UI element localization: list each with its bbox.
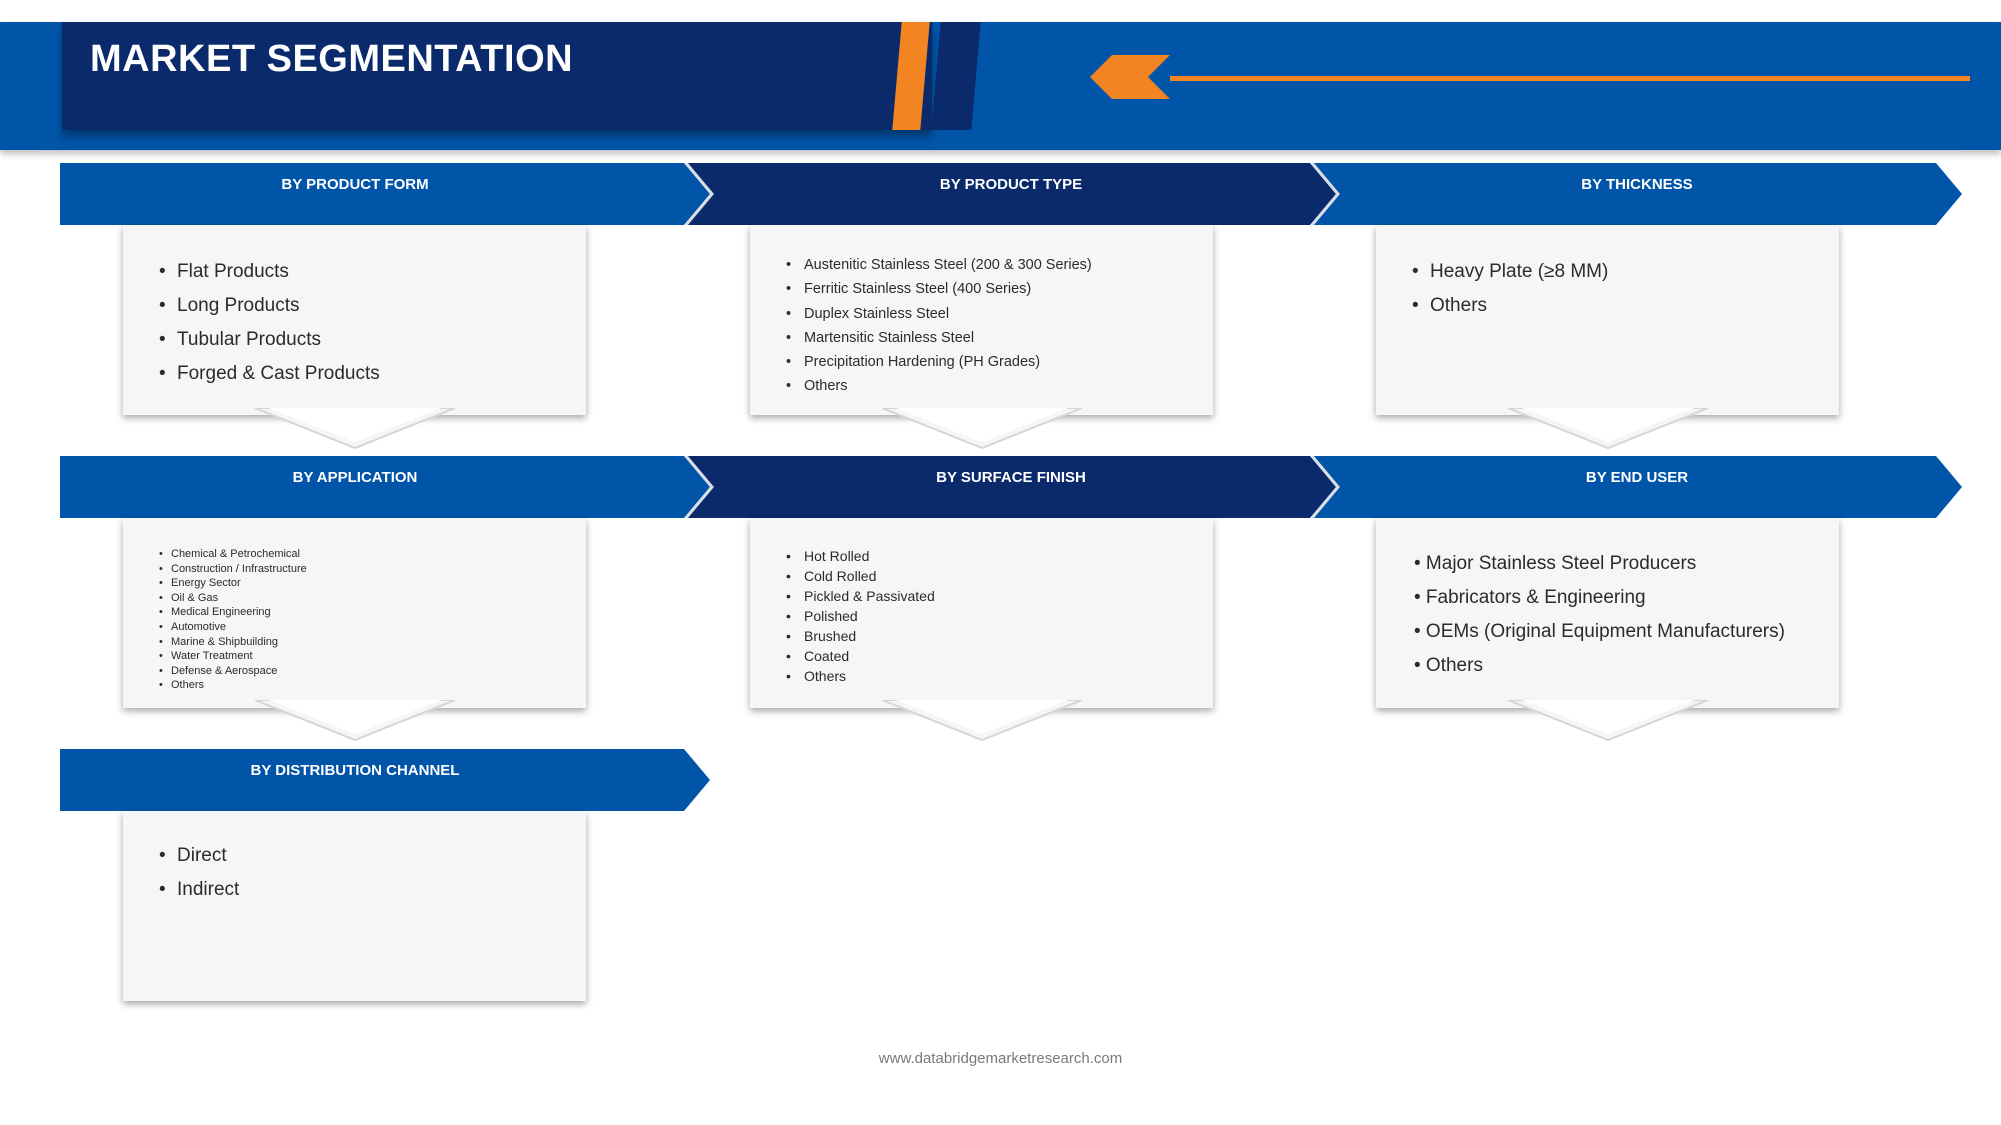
- list-item: Indirect: [159, 873, 586, 907]
- header-divider: [40, 151, 1960, 153]
- list-item: Others: [786, 666, 1213, 686]
- segment-banner-product-form: BY PRODUCT FORM: [60, 163, 720, 225]
- segment-banner-surface-finish: BY SURFACE FINISH: [686, 456, 1346, 518]
- segment-box-application: Chemical & Petrochemical Construction / …: [123, 518, 586, 708]
- segment-box-product-form: Flat Products Long Products Tubular Prod…: [123, 225, 586, 415]
- list-item: Polished: [786, 606, 1213, 626]
- segment-banner-thickness: BY THICKNESS: [1312, 163, 1972, 225]
- chevron-down-icon: [1508, 700, 1708, 742]
- segment-banner-product-type: BY PRODUCT TYPE: [686, 163, 1346, 225]
- list-item: Others: [1412, 289, 1839, 323]
- list-item: Martensitic Stainless Steel: [786, 326, 1213, 351]
- segment-title: BY PRODUCT FORM: [281, 176, 429, 193]
- segment-box-end-user: • Major Stainless Steel Producers • Fabr…: [1376, 518, 1839, 708]
- list-item: Cold Rolled: [786, 566, 1213, 586]
- list-item: Precipitation Hardening (PH Grades): [786, 350, 1213, 375]
- list-item: • OEMs (Original Equipment Manufacturers…: [1414, 621, 1785, 642]
- list-item: Brushed: [786, 626, 1213, 646]
- list-item: • Major Stainless Steel Producers: [1414, 553, 1697, 574]
- list-item: Coated: [786, 646, 1213, 666]
- page-title: MARKET SEGMENTATION: [90, 38, 574, 80]
- list-item: Pickled & Passivated: [786, 586, 1213, 606]
- segment-title: BY SURFACE FINISH: [936, 469, 1086, 486]
- segment-banner-application: BY APPLICATION: [60, 456, 720, 518]
- list-item: Tubular Products: [159, 323, 586, 357]
- chevron-down-icon: [255, 408, 455, 450]
- segment-box-surface-finish: Hot Rolled Cold Rolled Pickled & Passiva…: [750, 518, 1213, 708]
- list-item: Forged & Cast Products: [159, 357, 586, 391]
- segment-banner-distribution-channel: BY DISTRIBUTION CHANNEL: [60, 749, 720, 811]
- list-item: Duplex Stainless Steel: [786, 302, 1213, 327]
- list-item: Oil & Gas: [159, 591, 586, 606]
- chevron-down-icon: [1508, 408, 1708, 450]
- chevron-down-icon: [882, 408, 1082, 450]
- list-item: Ferritic Stainless Steel (400 Series): [786, 277, 1213, 302]
- list-item: Water Treatment: [159, 649, 586, 664]
- list-item: Hot Rolled: [786, 546, 1213, 566]
- list-item: Defense & Aerospace: [159, 664, 586, 679]
- header-title-panel: [62, 22, 932, 130]
- list-item: Others: [786, 374, 1213, 399]
- chevron-down-icon: [255, 700, 455, 742]
- footer-url[interactable]: www.databridgemarketresearch.com: [878, 1050, 1123, 1067]
- list-item: Construction / Infrastructure: [159, 562, 586, 577]
- list-item: Direct: [159, 839, 586, 873]
- segment-banner-end-user: BY END USER: [1312, 456, 1972, 518]
- list-item: • Others: [1414, 655, 1483, 676]
- segment-box-distribution-channel: Direct Indirect: [123, 811, 586, 1001]
- list-item: Marine & Shipbuilding: [159, 635, 586, 650]
- list-item: Automotive: [159, 620, 586, 635]
- segment-title: BY END USER: [1585, 469, 1689, 486]
- segment-box-product-type: Austenitic Stainless Steel (200 & 300 Se…: [750, 225, 1213, 415]
- list-item: Heavy Plate (≥8 MM): [1412, 255, 1839, 289]
- segment-title: BY PRODUCT TYPE: [939, 176, 1083, 193]
- list-item: • Fabricators & Engineering: [1414, 587, 1646, 608]
- header-orange-line: [1170, 76, 1970, 81]
- list-item: Others: [159, 678, 586, 693]
- list-item: Long Products: [159, 289, 586, 323]
- segment-title: BY APPLICATION: [292, 469, 418, 486]
- segment-title: BY THICKNESS: [1581, 176, 1693, 193]
- arrow-left-icon: [1090, 55, 1170, 99]
- list-item: Energy Sector: [159, 576, 586, 591]
- segment-box-thickness: Heavy Plate (≥8 MM) Others: [1376, 225, 1839, 415]
- list-item: Flat Products: [159, 255, 586, 289]
- list-item: Chemical & Petrochemical: [159, 547, 586, 562]
- list-item: Medical Engineering: [159, 605, 586, 620]
- segment-title: BY DISTRIBUTION CHANNEL: [250, 762, 460, 779]
- list-item: Austenitic Stainless Steel (200 & 300 Se…: [786, 253, 1213, 278]
- chevron-down-icon: [882, 700, 1082, 742]
